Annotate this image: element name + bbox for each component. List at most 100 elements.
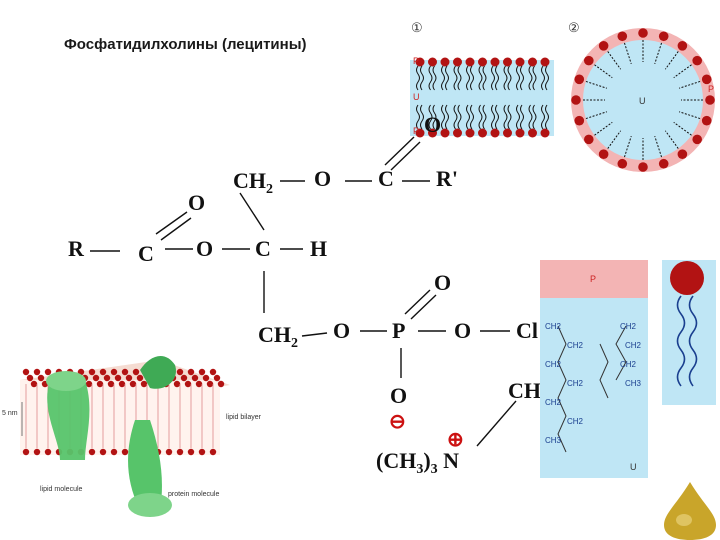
membrane-head-bottom: [99, 448, 107, 456]
membrane-head-bottom: [22, 448, 30, 456]
membrane-head-top: [88, 368, 96, 376]
panel1-head-bottom: [515, 128, 525, 138]
panel2-tail: [678, 80, 701, 89]
membrane-head-top: [184, 380, 192, 388]
panel2-tail: [623, 42, 632, 65]
panel2-tail: [623, 135, 632, 158]
panel2-head: [571, 95, 581, 105]
atom-h-mid: H: [310, 236, 328, 261]
panel2-head: [574, 74, 585, 85]
label-height: 5 nm: [2, 410, 18, 417]
panel2-head: [583, 55, 594, 66]
atom-c-ester-right: C: [378, 166, 394, 191]
membrane-head-top: [96, 380, 104, 388]
page-title: Фосфатидилхолины (лецитины): [64, 36, 307, 53]
panel1-tail-bottom: [528, 104, 537, 130]
atom-r: R: [68, 236, 84, 261]
chain-group: CH2: [620, 360, 637, 369]
membrane-head-top: [121, 368, 129, 376]
panel1-tail-bottom: [466, 104, 474, 130]
label-lipid-molecule: lipid molecule: [40, 486, 83, 493]
panel1-head-bottom: [528, 128, 537, 138]
panel1-tail-top: [453, 65, 462, 91]
panel2-head: [583, 134, 594, 145]
membrane-head-top: [30, 380, 38, 388]
panel1-tail-top: [541, 65, 549, 91]
membrane-head-top: [118, 380, 126, 388]
panel2-head: [692, 55, 703, 66]
membrane-head-top: [195, 380, 203, 388]
panel1-tails: [416, 65, 549, 130]
membrane-head-bottom: [121, 448, 129, 456]
chain-group: CH2: [545, 398, 562, 407]
membrane-head-top: [92, 374, 100, 382]
panel1-head-top: [490, 57, 500, 67]
panel1-head-top: [478, 57, 487, 67]
panel1-tail-bottom: [453, 104, 462, 130]
panel1-head-bottom: [415, 128, 425, 138]
atom-o-mid: O: [196, 236, 214, 261]
atom-o-top: O: [424, 112, 442, 137]
panel1-head-bottom: [453, 128, 462, 138]
panel2-tail: [654, 42, 663, 65]
atom-o-minus: O: [390, 383, 408, 408]
panel2-head: [677, 149, 688, 160]
atom-o-p-right: O: [454, 318, 472, 343]
panel1-tail-bottom: [441, 104, 449, 130]
panel1-label-u: U: [413, 92, 420, 102]
atom-ch-right: CH: [508, 378, 541, 403]
panel1-tail-bottom: [516, 104, 524, 130]
panel1-tail-bottom: [416, 104, 424, 130]
panel1-head-bottom: [478, 128, 487, 138]
panel1-tail-bottom: [541, 104, 549, 130]
membrane-head-top: [176, 368, 184, 376]
membrane-head-top: [99, 368, 107, 376]
panel1-head-bottom: [440, 128, 450, 138]
panel1-label-p: P: [413, 56, 420, 66]
membrane-head-top: [103, 374, 111, 382]
panel1-tail-bottom: [478, 104, 487, 130]
panel1-tail-bottom: [491, 104, 499, 130]
panel1-tail-top: [528, 65, 537, 91]
panel1-tail-top: [491, 65, 499, 91]
membrane-head-bottom: [44, 448, 52, 456]
panel2-tail: [664, 51, 679, 70]
panel1-tail-bottom: [428, 104, 437, 130]
charge-plus: ⊕: [447, 429, 464, 451]
chain-group: CH2: [567, 417, 584, 426]
panel1-tail-top: [466, 65, 474, 91]
panel1-head-top: [528, 57, 537, 67]
panel1-tail-top: [416, 65, 424, 91]
membrane-head-top: [110, 368, 118, 376]
panel3-label-p: P: [590, 274, 597, 284]
membrane-head-bottom: [110, 448, 118, 456]
panel1-head-top: [465, 57, 475, 67]
panel2-number: ②: [568, 20, 580, 35]
membrane-head-top: [209, 368, 217, 376]
panel1-label-p2: P: [413, 126, 420, 136]
panel2-tail: [607, 51, 622, 70]
membrane-head-top: [107, 380, 115, 388]
panel2-head: [638, 28, 648, 38]
panel2-head: [617, 158, 628, 169]
membrane-head-top: [85, 380, 93, 388]
panel2-label-u: U: [639, 96, 646, 106]
membrane-head-top: [26, 374, 34, 382]
panel2-tail: [654, 135, 663, 158]
panel2-tail: [585, 111, 608, 120]
panel1-head-top: [415, 57, 425, 67]
panel1-head-top: [515, 57, 525, 67]
membrane-head-top: [173, 380, 181, 388]
membrane-head-bottom: [33, 448, 41, 456]
panel1-head-bottom: [465, 128, 475, 138]
chain-group: CH2: [620, 322, 637, 331]
membrane-head-top: [180, 374, 188, 382]
panel1-number: ①: [411, 20, 423, 35]
panel2-heads: [571, 28, 715, 172]
atom-o-p-left: O: [333, 318, 351, 343]
membrane-head-top: [187, 368, 195, 376]
chain-group: CH3: [545, 436, 562, 445]
